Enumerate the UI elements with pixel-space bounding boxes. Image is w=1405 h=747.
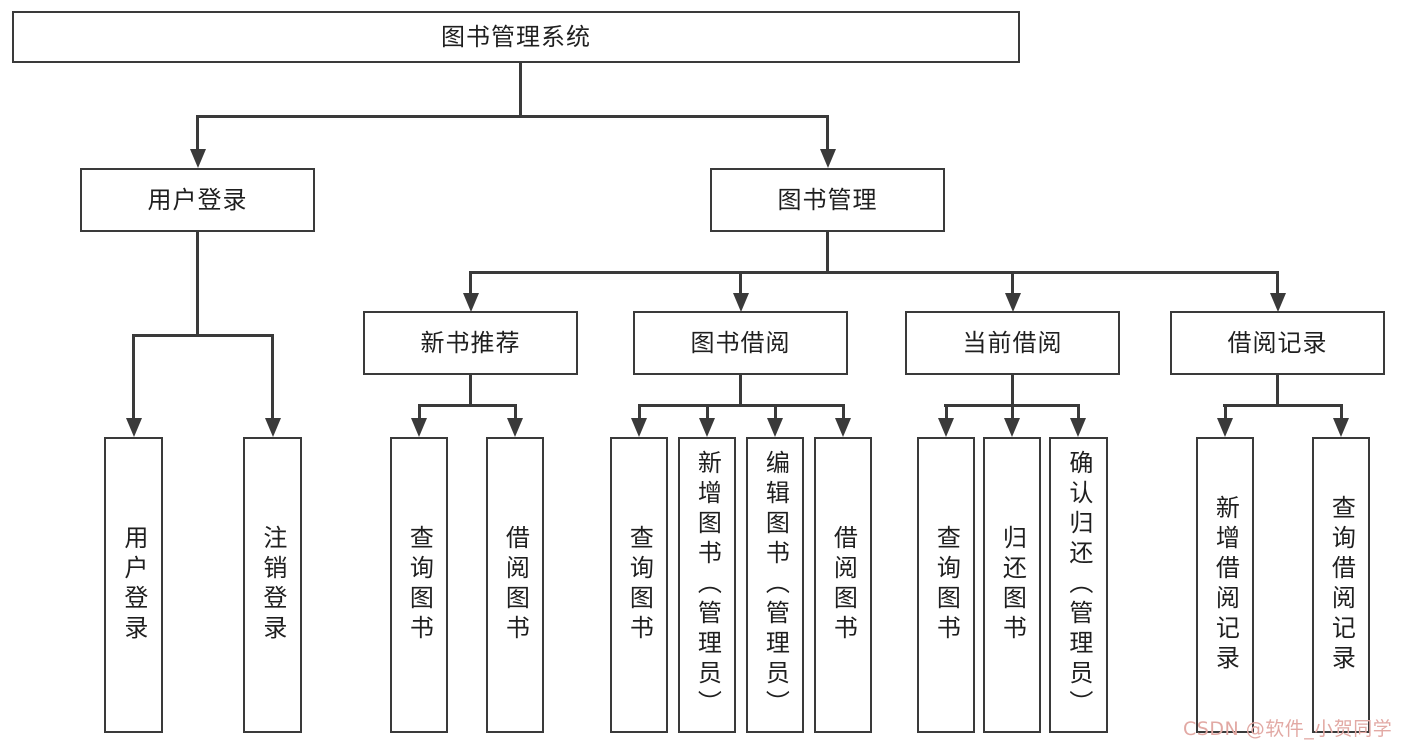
node-new-book-recommend-label: 新书推荐 [420, 328, 521, 357]
arrowhead-down [1070, 418, 1086, 437]
leaf-query-books-borrow: 查询图书 [610, 437, 668, 733]
node-borrow-records-label: 借阅记录 [1227, 328, 1328, 357]
node-book-borrowing: 图书借阅 [633, 311, 848, 375]
arrowhead-down [631, 418, 647, 437]
leaf-query-borrow-record-label: 查询借阅记录 [1327, 495, 1356, 675]
connector-line [418, 404, 421, 418]
arrowhead-down [699, 418, 715, 437]
node-current-borrowing: 当前借阅 [905, 311, 1120, 375]
connector-line [706, 404, 709, 418]
leaf-query-books-recommend: 查询图书 [390, 437, 448, 733]
node-root: 图书管理系统 [12, 11, 1020, 63]
leaf-return-books-label: 归还图书 [998, 525, 1027, 645]
connector-line [945, 404, 948, 418]
connector-line [1011, 404, 1014, 418]
leaf-borrow-books-recommend: 借阅图书 [486, 437, 544, 733]
connector-line [196, 232, 199, 337]
connector-line [826, 115, 829, 150]
node-root-label: 图书管理系统 [441, 22, 591, 51]
arrowhead-down [733, 293, 749, 312]
leaf-confirm-return-admin: 确认归还（管理员） [1049, 437, 1108, 733]
connector-line [271, 334, 274, 418]
connector-line [196, 115, 199, 150]
connector-line [1276, 375, 1279, 407]
connector-line [1011, 271, 1014, 294]
node-book-management-label: 图书管理 [777, 185, 878, 214]
connector-line [469, 271, 472, 294]
arrowhead-down [835, 418, 851, 437]
connector-line [739, 271, 742, 294]
arrowhead-down [411, 418, 427, 437]
connector-line [1276, 271, 1279, 294]
arrowhead-down [190, 149, 206, 168]
connector-line [1224, 404, 1227, 418]
arrowhead-down [938, 418, 954, 437]
connector-line [469, 375, 472, 407]
arrowhead-down [126, 418, 142, 437]
leaf-query-borrow-record: 查询借阅记录 [1312, 437, 1370, 733]
node-user-login-label: 用户登录 [147, 185, 248, 214]
connector-line [638, 404, 844, 407]
leaf-add-borrow-record-label: 新增借阅记录 [1211, 495, 1240, 675]
node-new-book-recommend: 新书推荐 [363, 311, 578, 375]
leaf-borrow-books-recommend-label: 借阅图书 [501, 525, 530, 645]
node-book-management: 图书管理 [710, 168, 945, 232]
connector-line [469, 271, 1279, 274]
connector-line [774, 404, 777, 418]
connector-line [842, 404, 845, 418]
connector-line [638, 404, 641, 418]
arrowhead-down [463, 293, 479, 312]
connector-line [826, 232, 829, 274]
node-current-borrowing-label: 当前借阅 [962, 328, 1063, 357]
connector-line [1223, 404, 1343, 407]
leaf-confirm-return-admin-label: 确认归还（管理员） [1064, 450, 1093, 720]
connector-line [519, 63, 522, 117]
node-borrow-records: 借阅记录 [1170, 311, 1385, 375]
leaf-edit-books-admin-label: 编辑图书（管理员） [761, 450, 790, 720]
connector-line [196, 115, 829, 118]
arrowhead-down [1004, 418, 1020, 437]
arrowhead-down [507, 418, 523, 437]
leaf-user-login-label: 用户登录 [119, 525, 148, 645]
connector-line [132, 334, 135, 418]
connector-line [418, 404, 517, 407]
connector-line [1340, 404, 1343, 418]
leaf-add-borrow-record: 新增借阅记录 [1196, 437, 1254, 733]
arrowhead-down [1270, 293, 1286, 312]
leaf-query-books-borrow-label: 查询图书 [625, 525, 654, 645]
node-book-borrowing-label: 图书借阅 [690, 328, 791, 357]
leaf-query-books-recommend-label: 查询图书 [405, 525, 434, 645]
connector-line [739, 375, 742, 407]
arrowhead-down [1333, 418, 1349, 437]
leaf-add-books-admin: 新增图书（管理员） [678, 437, 736, 733]
arrowhead-down [1005, 293, 1021, 312]
connector-line [514, 404, 517, 418]
node-user-login: 用户登录 [80, 168, 315, 232]
connector-line [132, 334, 274, 337]
leaf-edit-books-admin: 编辑图书（管理员） [746, 437, 804, 733]
arrowhead-down [1217, 418, 1233, 437]
leaf-borrow-books-label: 借阅图书 [829, 525, 858, 645]
arrowhead-down [767, 418, 783, 437]
leaf-query-books-current: 查询图书 [917, 437, 975, 733]
connector-line [1011, 375, 1014, 407]
leaf-borrow-books: 借阅图书 [814, 437, 872, 733]
arrowhead-down [265, 418, 281, 437]
arrowhead-down [820, 149, 836, 168]
leaf-logout-label: 注销登录 [258, 525, 287, 645]
connector-line [1077, 404, 1080, 418]
leaf-query-books-current-label: 查询图书 [932, 525, 961, 645]
leaf-return-books: 归还图书 [983, 437, 1041, 733]
leaf-user-login: 用户登录 [104, 437, 163, 733]
leaf-add-books-admin-label: 新增图书（管理员） [693, 450, 722, 720]
leaf-logout: 注销登录 [243, 437, 302, 733]
csdn-watermark: CSDN @软件_小贺同学 [1183, 718, 1393, 740]
